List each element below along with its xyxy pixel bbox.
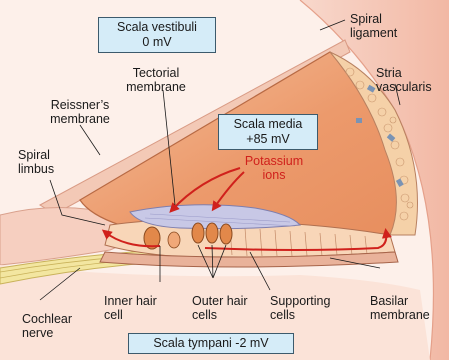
scala-media-potential: +85 mV <box>225 132 311 147</box>
label-supporting-cells: Supporting cells <box>270 294 350 322</box>
label-spiral-limbus: Spiral limbus <box>18 148 62 176</box>
scala-tympani-box: Scala tympani -2 mV <box>128 333 294 354</box>
label-reissners-membrane: Reissner’s membrane <box>40 98 120 126</box>
scala-vestibuli-name: Scala vestibuli <box>105 20 209 35</box>
scala-vestibuli-potential: 0 mV <box>105 35 209 50</box>
label-basilar-membrane: Basilar membrane <box>370 294 446 322</box>
scala-media-name: Scala media <box>225 117 311 132</box>
scala-tympani-label: Scala tympani -2 mV <box>135 336 287 351</box>
label-spiral-ligament: Spiral ligament <box>350 12 410 40</box>
label-cochlear-nerve: Cochlear nerve <box>22 312 72 340</box>
scala-media-box: Scala media +85 mV <box>218 114 318 150</box>
label-stria-vascularis: Stria vascularis <box>376 66 442 94</box>
label-potassium-ions: Potassium ions <box>236 154 312 182</box>
label-outer-hair-cells: Outer hair cells <box>192 294 252 322</box>
label-tectorial-membrane: Tectorial membrane <box>118 66 194 94</box>
scala-vestibuli-box: Scala vestibuli 0 mV <box>98 17 216 53</box>
label-inner-hair-cell: Inner hair cell <box>104 294 168 322</box>
